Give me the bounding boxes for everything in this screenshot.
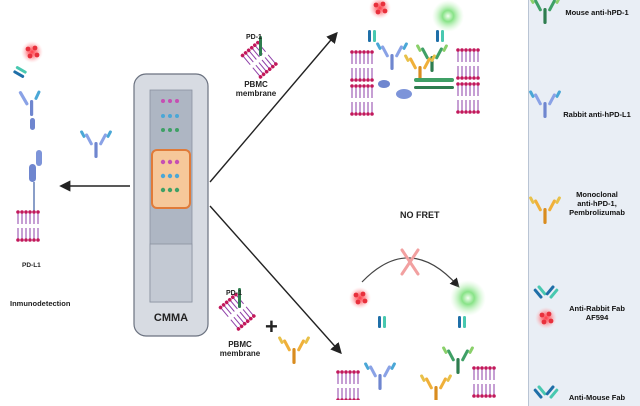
pembrolizumab-antibody-icon (277, 335, 311, 364)
pdl1-protein-icon (29, 118, 42, 212)
pbmc-membrane-label-bottom: PBMC membrane (218, 340, 262, 358)
green-fluorophore-bottom-icon (450, 280, 486, 316)
pbmc-membrane-top-icon (239, 36, 279, 80)
pbmc-label-top-line1: PBMC (244, 80, 268, 89)
legend-pembro-line2: anti-hPD-1, (577, 199, 617, 208)
pdl1-label: PD-L1 (22, 262, 41, 269)
green-fluorophore-icon (432, 0, 464, 32)
pd1-label-bottom: PD-1 (226, 290, 242, 297)
legend-label-anti-mouse-fab: Anti-Mouse Fab (568, 393, 626, 402)
legend-label-rabbit-anti-hpdl1: Rabbit anti-hPD-L1 (563, 110, 631, 119)
arrow-to-no-fret-panel (209, 205, 342, 355)
legend-fab-line1: Anti-Rabbit Fab (569, 304, 625, 313)
red-fluorophore-icon (369, 0, 391, 19)
no-fret-scene (335, 248, 497, 400)
legend-fab-line2: AF594 (585, 313, 609, 322)
plus-sign: + (265, 314, 278, 339)
legend-pembro-line1: Monoclonal (576, 190, 618, 199)
fret-scene (349, 0, 481, 117)
pbmc-label-bottom-line1: PBMC (228, 340, 252, 349)
pbmc-membrane-label-top: PBMC membrane (234, 80, 278, 98)
pbmc-label-top-line2: membrane (235, 89, 277, 99)
rabbit-antibody-icon (18, 90, 41, 116)
legend-label-pembrolizumab: Monoclonal anti-hPD-1, Pembrolizumab (557, 190, 637, 217)
well-column-top (161, 99, 179, 132)
af594-fluorophore-icon (21, 41, 43, 63)
pbmc-label-bottom-line2: membrane (219, 349, 261, 359)
pbmc-membrane-bottom-icon (217, 288, 257, 332)
legend-label-anti-rabbit-fab: Anti-Rabbit Fab AF594 (557, 304, 637, 322)
red-fluorophore-bottom-icon (349, 287, 371, 309)
arrow-to-fret-panel (209, 31, 338, 183)
no-fret-label: NO FRET (400, 210, 440, 220)
blocked-cross-icon (400, 248, 420, 276)
membrane-segment-left (15, 209, 41, 243)
cmma-device (133, 73, 209, 337)
legend-label-mouse-anti-hpd1: Mouse anti-hPD-1 (565, 8, 629, 17)
anti-rabbit-fab-icon (12, 65, 28, 79)
immunodetection-schematic (12, 41, 43, 243)
cmma-label: CMMA (153, 312, 189, 324)
immunodetection-label: Inmunodetection (10, 299, 71, 308)
pd1-label-top: PD-1 (246, 34, 262, 41)
floating-antibody-icon (79, 129, 113, 158)
highlighted-well (151, 149, 191, 209)
legend-pembro-line3: Pembrolizumab (569, 208, 625, 217)
